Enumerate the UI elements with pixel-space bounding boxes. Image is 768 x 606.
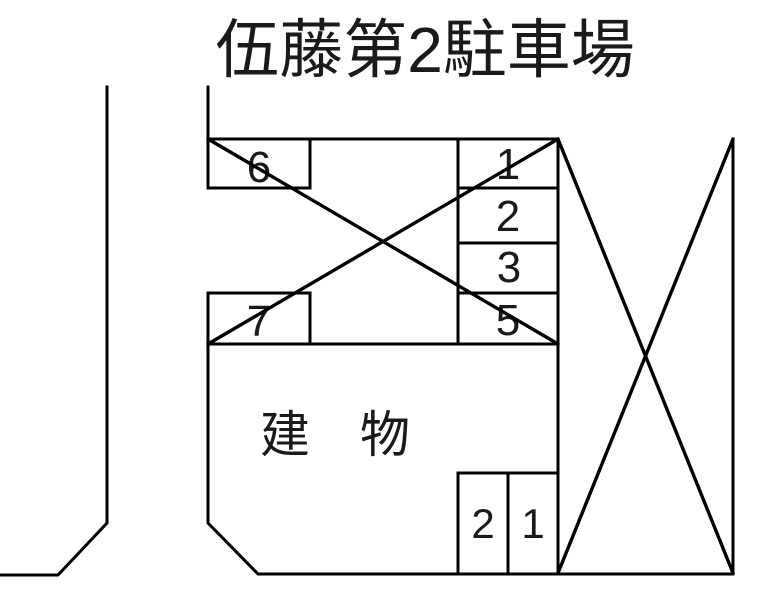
page-title: 伍藤第2駐車場 xyxy=(215,14,635,86)
stall-3-label: 3 xyxy=(497,243,521,292)
stall-7-outline xyxy=(206,291,312,346)
stall-6: 6 xyxy=(206,137,312,192)
bottom-stall-1-label: 1 xyxy=(521,500,544,547)
stall-7-label: 7 xyxy=(247,297,271,346)
road-edge-line xyxy=(0,85,109,577)
bottom-stalls-outline xyxy=(456,471,560,576)
bottom-stall-group: 2 1 xyxy=(456,471,560,576)
cross-mark-right xyxy=(556,137,735,575)
cross-mark-middle xyxy=(206,137,560,346)
building-label: 建 物 xyxy=(260,407,410,463)
middle-x-diagonal-2 xyxy=(206,137,560,346)
stall-7: 7 xyxy=(206,291,312,346)
lot-perimeter-line xyxy=(206,137,735,576)
right-x-diagonal-2 xyxy=(556,137,735,575)
stall-6-outline xyxy=(206,137,312,190)
stall-2-label: 2 xyxy=(496,192,520,241)
bottom-stall-2-label: 2 xyxy=(471,500,494,547)
